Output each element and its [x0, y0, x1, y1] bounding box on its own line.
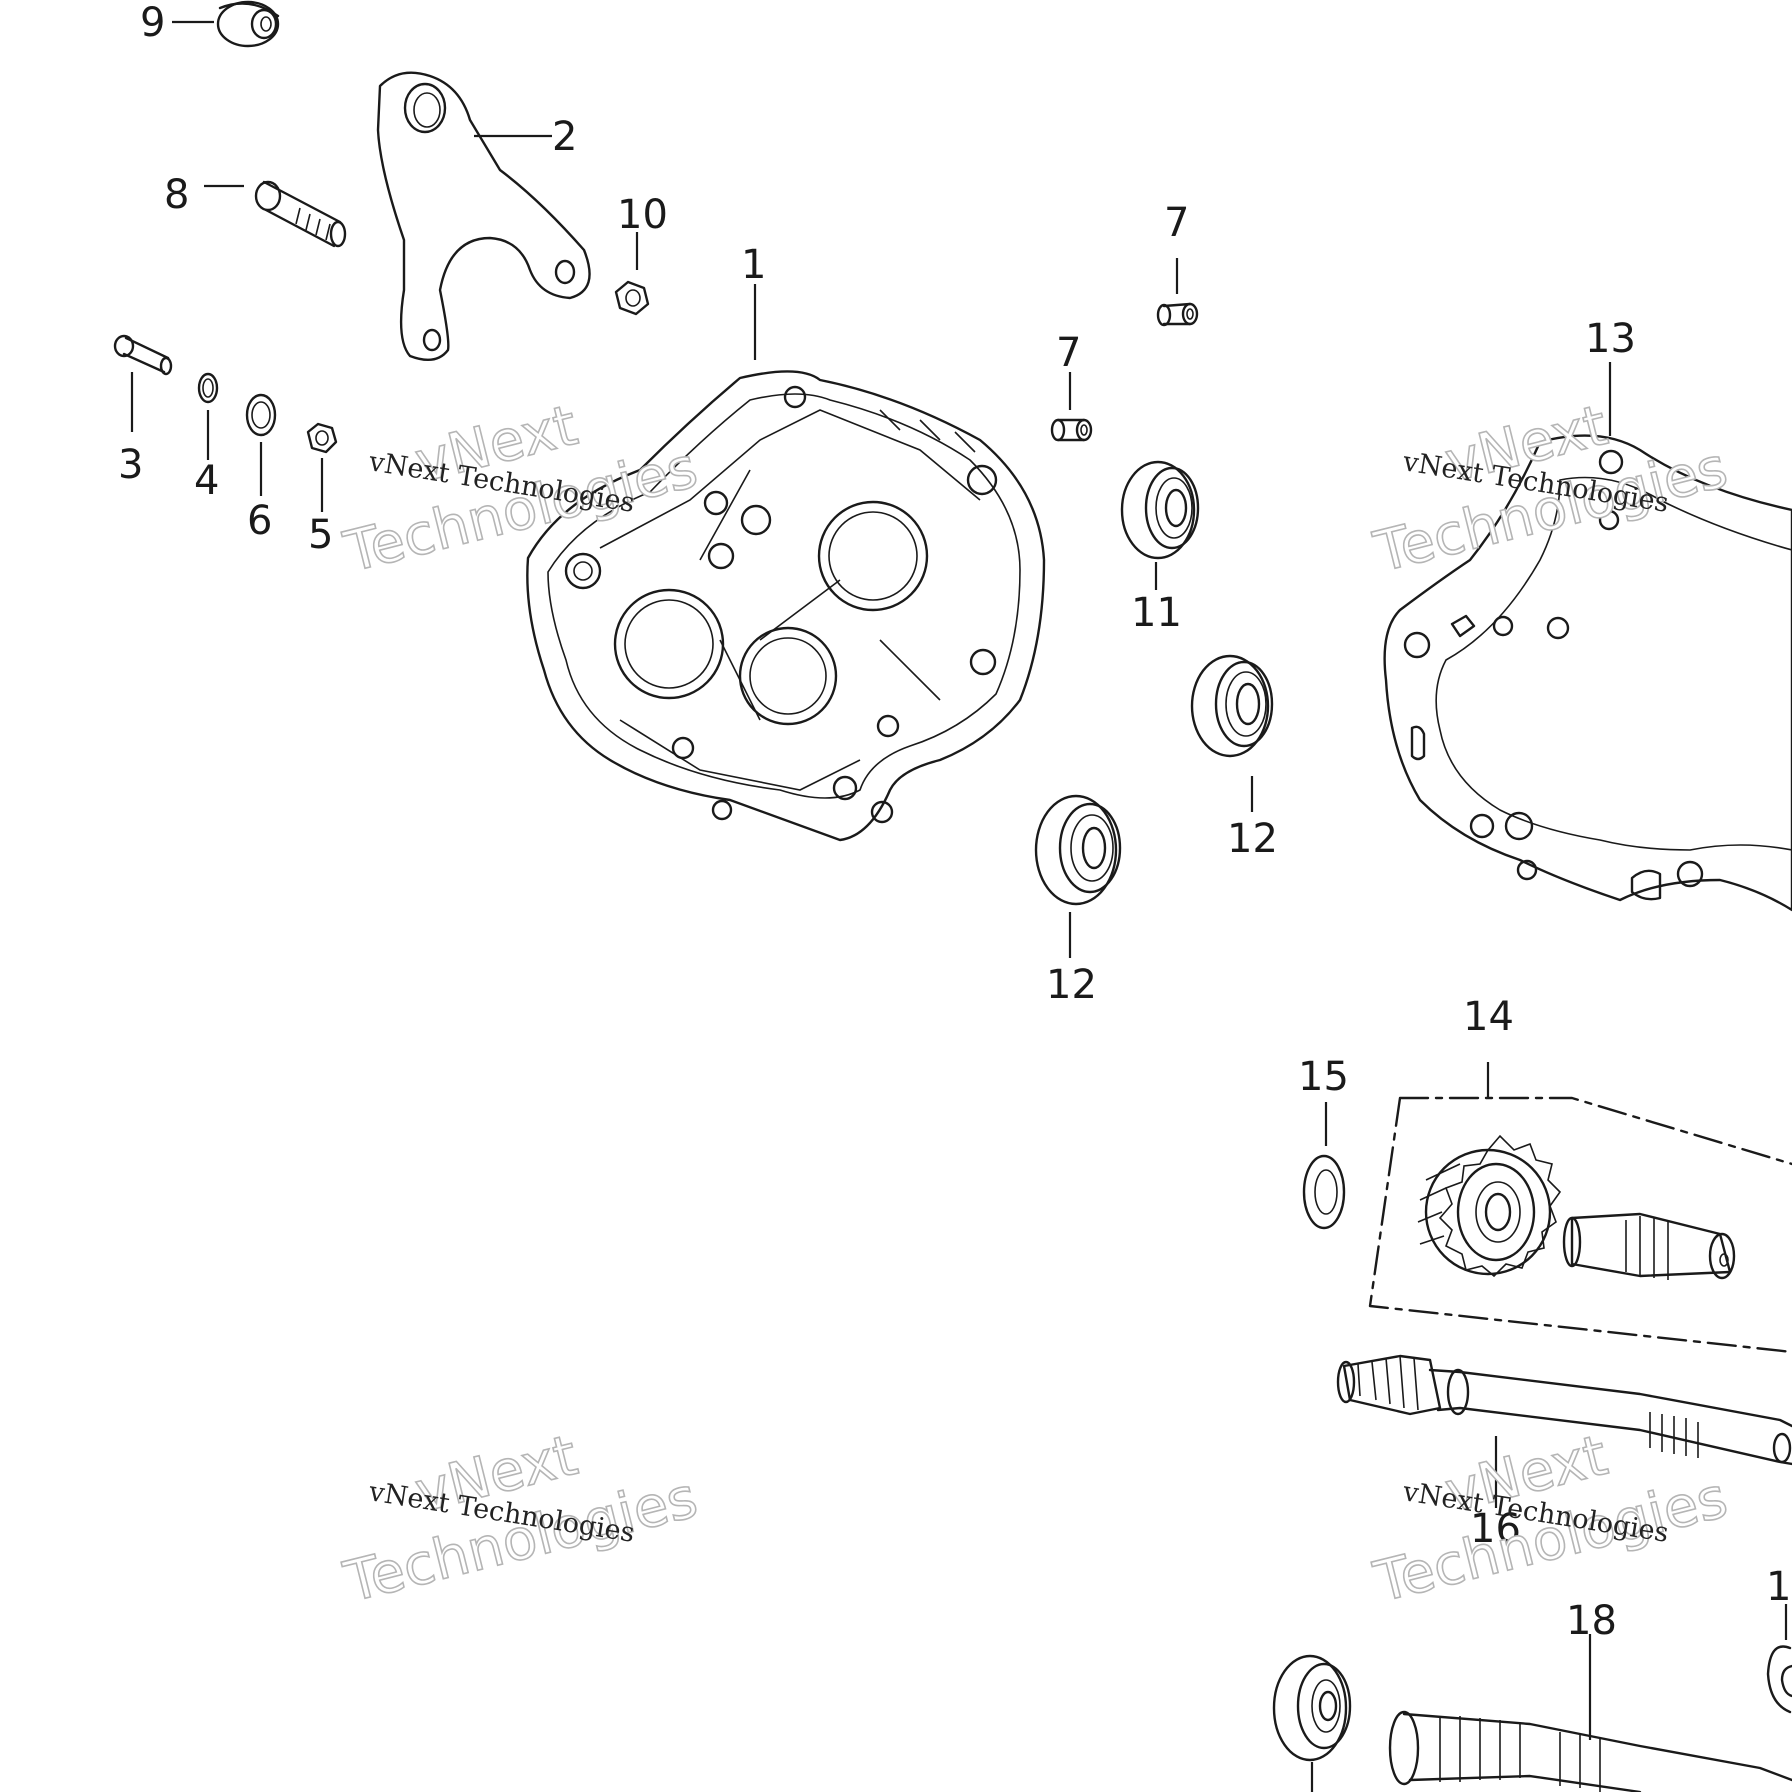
part-14-gear-assembly[interactable]	[1368, 1096, 1792, 1354]
part-12-bearing-lower[interactable]	[1034, 794, 1122, 906]
label-part-16: 16	[1470, 1506, 1521, 1552]
part-labels: 9 2 8 10 1 7 7 3 4 6 5 11 12 12 13 14 15…	[118, 0, 1792, 1644]
label-part-14: 14	[1463, 994, 1514, 1040]
part-7-dowel-lower[interactable]	[1050, 418, 1093, 442]
part-7-dowel-upper[interactable]	[1156, 302, 1199, 327]
part-10-nut[interactable]	[614, 280, 650, 316]
label-part-4: 4	[194, 458, 219, 504]
label-part-6: 6	[247, 498, 272, 544]
part-4-washer[interactable]	[197, 372, 219, 404]
part-16-shaft[interactable]	[1336, 1354, 1792, 1466]
part-5-nut[interactable]	[306, 422, 338, 454]
part-18-shaft[interactable]	[1272, 1654, 1792, 1792]
part-13-gasket[interactable]	[1383, 434, 1792, 912]
label-part-1: 1	[741, 242, 766, 288]
part-1-case-cover[interactable]	[526, 370, 1046, 842]
label-part-7-upper: 7	[1164, 200, 1189, 246]
label-part-10: 10	[617, 192, 668, 238]
part-19-circlip[interactable]	[1766, 1645, 1792, 1714]
part-15-washer[interactable]	[1302, 1154, 1346, 1230]
label-part-9: 9	[140, 0, 165, 46]
part-2-bracket[interactable]	[376, 71, 591, 362]
part-3-bolt[interactable]	[113, 334, 173, 376]
label-part-7-lower: 7	[1056, 330, 1081, 376]
part-9-bushing[interactable]	[216, 0, 280, 48]
part-12-bearing-upper[interactable]	[1190, 654, 1274, 758]
label-part-18: 18	[1566, 1598, 1617, 1644]
leader-lines	[130, 20, 1788, 1792]
label-part-13: 13	[1585, 316, 1636, 362]
label-part-11: 11	[1131, 590, 1182, 636]
label-part-19: 19	[1766, 1564, 1792, 1610]
label-part-3: 3	[118, 442, 143, 488]
label-part-5: 5	[308, 512, 333, 558]
label-part-12-upper: 12	[1227, 816, 1278, 862]
part-8-bolt[interactable]	[254, 180, 347, 248]
label-part-12-lower: 12	[1046, 962, 1097, 1008]
part-11-bearing[interactable]	[1120, 460, 1200, 560]
part-6-washer[interactable]	[245, 393, 277, 437]
label-part-8: 8	[164, 172, 189, 218]
label-part-2: 2	[552, 114, 577, 160]
label-part-15: 15	[1298, 1054, 1349, 1100]
